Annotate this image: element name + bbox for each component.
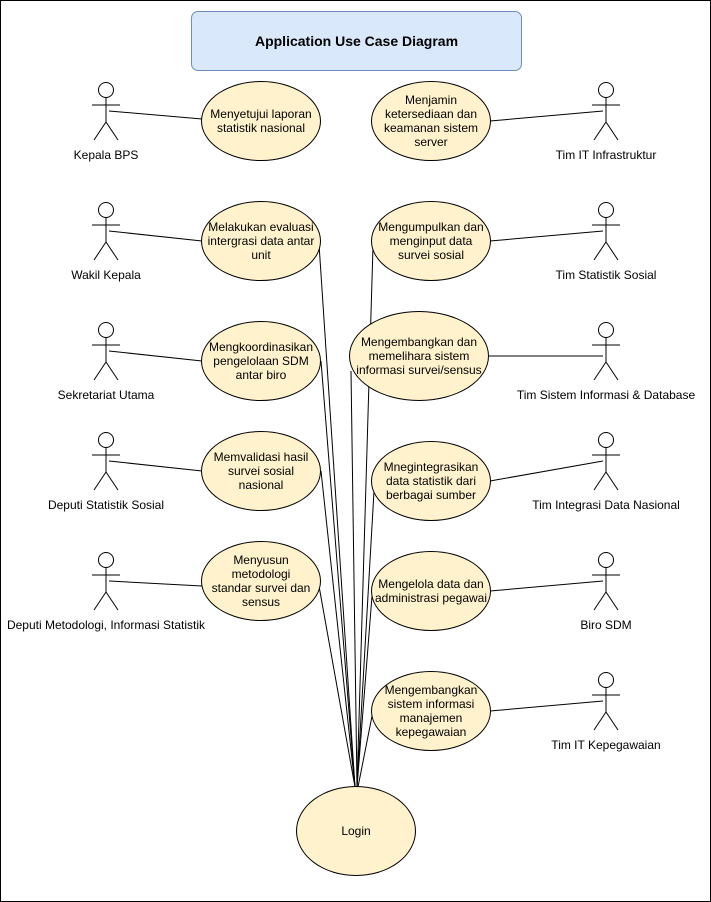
actor-head	[98, 82, 114, 98]
association-line-tim_sosial-uc_input	[489, 230, 604, 242]
actor-right-leg	[105, 241, 119, 261]
use-case-login: Login	[296, 786, 416, 876]
actor-head	[598, 202, 614, 218]
actor-label-biro-sdm: Biro SDM	[580, 618, 632, 632]
use-case-kepeg: Mengembangkan sistem informasi manajemen…	[371, 671, 491, 751]
actor-figure-deputi_metodologi	[92, 552, 120, 611]
actor-figure-tim_sidb	[592, 322, 620, 381]
actor-left-leg	[93, 471, 107, 491]
actor-left-leg	[593, 711, 607, 731]
actor-label-sekretariat: Sekretariat Utama	[57, 388, 155, 402]
use-case-pegawai: Mengelola data dan administrasi pegawai	[371, 551, 491, 631]
association-line-wakil-uc_evaluasi	[108, 230, 203, 242]
association-line-deputi_sosial-uc_validasi	[108, 460, 203, 472]
actor-head	[598, 432, 614, 448]
actor-head	[98, 432, 114, 448]
association-line-uc_sdm-uc_login	[320, 360, 356, 788]
association-line-tim_infra-uc_server	[489, 110, 604, 122]
association-line-kepala-uc_laporan	[108, 110, 203, 120]
actor-figure-kepala	[92, 82, 120, 141]
actor-figure-deputi_sosial	[92, 432, 120, 491]
actor-left-leg	[93, 591, 107, 611]
actor-left-leg	[593, 121, 607, 141]
association-line-biro_sdm-uc_pegawai	[489, 580, 604, 592]
use-case-integrasi: Mnegintegrasikan data statistik dari ber…	[371, 441, 491, 521]
actor-left-leg	[93, 241, 107, 261]
association-line-uc_kepeg-uc_login	[357, 710, 374, 788]
association-line-uc_pegawai-uc_login	[356, 595, 373, 788]
actor-head	[598, 322, 614, 338]
use-case-laporan: Menyetujui laporan statistik nasional	[201, 81, 321, 161]
actor-label-deputi-metodologi: Deputi Metodologi, Informasi Statistik	[6, 618, 206, 632]
actor-label-wakil: Wakil Kepala	[71, 268, 141, 282]
actor-head	[598, 552, 614, 568]
use-case-sdm: Mengkoordinasikan pengelolaan SDM antar …	[201, 321, 321, 401]
actor-right-leg	[605, 121, 619, 141]
diagram-title: Application Use Case Diagram	[191, 11, 522, 71]
actor-head	[598, 672, 614, 688]
actor-label-tim-kepeg: Tim IT Kepegawaian	[551, 738, 661, 752]
actor-label-tim-integrasi: Tim Integrasi Data Nasional	[532, 498, 680, 512]
association-line-sekretariat-uc_sdm	[108, 350, 203, 362]
association-line-uc_evaluasi-uc_login	[318, 243, 356, 788]
actor-figure-sekretariat	[92, 322, 120, 381]
use-case-server: Menjamin ketersediaan dan keamanan siste…	[371, 81, 491, 161]
use-case-sistem: Mengembangkan dan memelihara sistem info…	[349, 311, 489, 401]
actor-head	[598, 82, 614, 98]
association-line-uc_metodologi-uc_login	[318, 585, 356, 788]
association-line-uc_validasi-uc_login	[320, 470, 356, 788]
use-case-validasi: Memvalidasi hasil survei sosial nasional	[201, 431, 321, 511]
actor-figure-tim_integrasi	[592, 432, 620, 491]
actor-right-leg	[105, 591, 119, 611]
actor-head	[98, 552, 114, 568]
actor-label-deputi-sosial: Deputi Statistik Sosial	[47, 498, 165, 512]
actor-right-leg	[605, 471, 619, 491]
actor-figure-tim_infra	[592, 82, 620, 141]
actor-right-leg	[105, 471, 119, 491]
association-line-tim_integrasi-uc_integrasi	[489, 460, 604, 482]
association-line-deputi_metodologi-uc_metodologi	[108, 580, 203, 587]
actor-figure-tim_sosial	[592, 202, 620, 261]
actor-right-leg	[605, 591, 619, 611]
actor-right-leg	[605, 361, 619, 381]
use-case-input: Mengumpulkan dan menginput data survei s…	[371, 201, 491, 281]
actor-figure-wakil	[92, 202, 120, 261]
association-line-uc_integrasi-uc_login	[356, 490, 375, 788]
actor-left-leg	[593, 591, 607, 611]
actor-label-kepala: Kepala BPS	[73, 148, 139, 162]
actor-figure-tim_kepeg	[592, 672, 620, 731]
association-line-tim_kepeg-uc_kepeg	[489, 700, 604, 712]
actor-label-tim-infra: Tim IT Infrastruktur	[555, 148, 657, 162]
actor-right-leg	[605, 711, 619, 731]
actor-left-leg	[93, 361, 107, 381]
actor-head	[98, 202, 114, 218]
actor-left-leg	[593, 471, 607, 491]
actor-right-leg	[605, 241, 619, 261]
association-line-uc_sistem-uc_login	[350, 370, 358, 788]
use-case-metodologi: Menyusun metodologi standar survei dan s…	[201, 541, 321, 621]
actor-left-leg	[593, 361, 607, 381]
actor-right-leg	[105, 361, 119, 381]
actor-head	[98, 322, 114, 338]
actor-label-tim-sosial: Tim Statistik Sosial	[555, 268, 657, 282]
actor-left-leg	[93, 121, 107, 141]
actor-left-leg	[593, 241, 607, 261]
actor-right-leg	[105, 121, 119, 141]
use-case-evaluasi: Melakukan evaluasi intergrasi data antar…	[201, 201, 321, 281]
actor-figure-biro_sdm	[592, 552, 620, 611]
actor-label-tim-sidb: Tim Sistem Informasi & Database	[516, 388, 696, 402]
